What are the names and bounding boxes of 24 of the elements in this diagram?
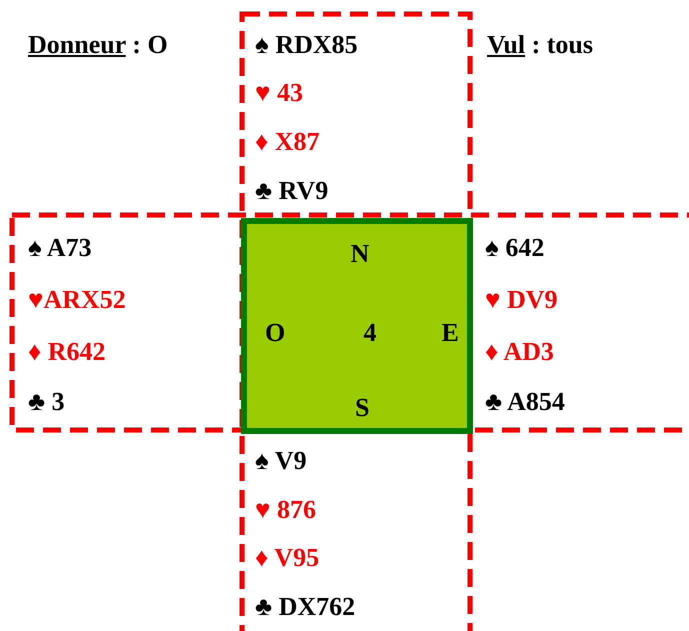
card-holding: ♣ RV9 <box>255 176 328 206</box>
card-holding: ♠ V9 <box>255 446 307 476</box>
card-holding: ♥ARX52 <box>28 285 126 315</box>
card-holding: ♦ AD3 <box>485 337 554 367</box>
direction-letter: S <box>355 393 370 423</box>
card-holding: ♥ 43 <box>255 78 303 108</box>
direction-letter: N <box>350 239 370 269</box>
card-holding: ♠ RDX85 <box>255 30 358 60</box>
card-holding: ♠ A73 <box>28 233 92 263</box>
card-holding: ♣ A854 <box>485 387 565 417</box>
compass-square <box>241 218 473 434</box>
contract-number: 4 <box>364 318 376 348</box>
card-holding: ♠ 642 <box>485 233 544 263</box>
card-holding: ♦ R642 <box>28 337 106 367</box>
card-holding: ♦ V95 <box>255 543 320 573</box>
direction-letter: O <box>265 318 286 348</box>
card-holding: ♣ DX762 <box>255 592 356 622</box>
card-holding: ♥ 876 <box>255 495 316 525</box>
card-holding: ♦ X87 <box>255 127 320 157</box>
deal-info: Vul : tous <box>487 30 593 60</box>
card-holding: ♣ 3 <box>28 387 65 417</box>
direction-letter: E <box>442 318 459 348</box>
card-holding: ♥ DV9 <box>485 285 558 315</box>
deal-info: Donneur : O <box>28 30 168 60</box>
